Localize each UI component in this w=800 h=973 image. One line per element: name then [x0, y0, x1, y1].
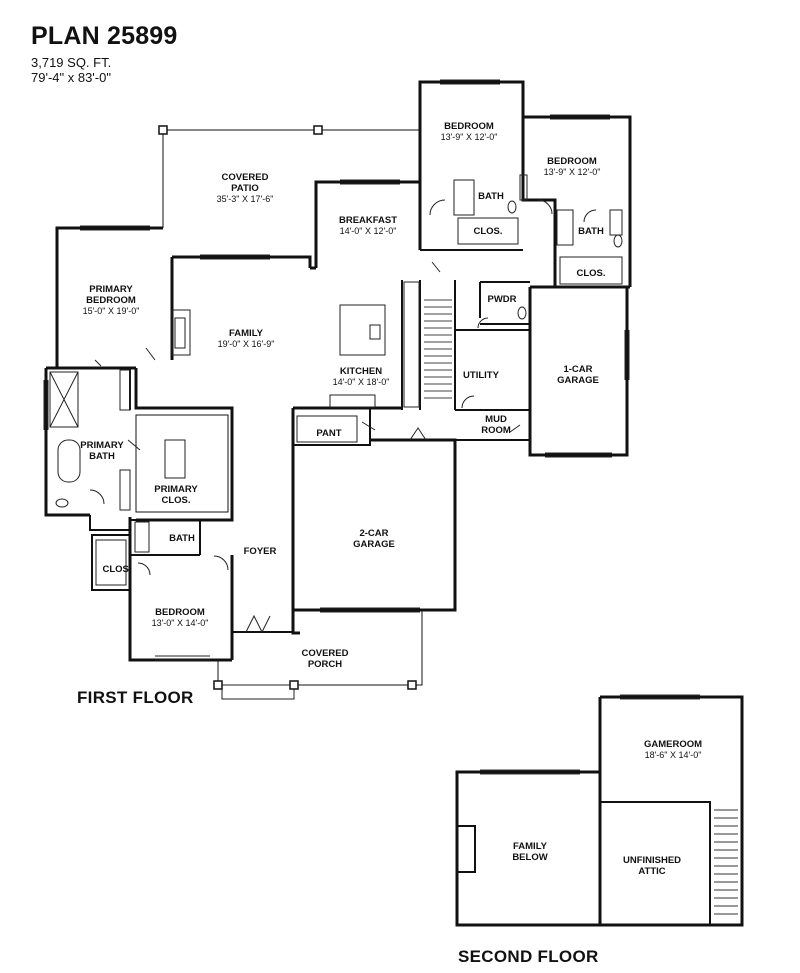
room-label-pant: PANT — [316, 428, 342, 439]
room-label-clos-a: CLOS. — [473, 226, 503, 237]
room-label-foyer: FOYER — [243, 546, 277, 557]
second-floor-label: SECOND FLOOR — [458, 947, 599, 966]
room-label-pwdr: PWDR — [487, 294, 517, 305]
first-floor-walls — [44, 80, 632, 686]
second-floor-walls — [455, 695, 744, 927]
square-footage: 3,719 SQ. FT. — [31, 55, 112, 70]
room-label-bath-c: BATH — [169, 533, 195, 544]
room-label-clos-b: CLOS. — [576, 268, 606, 279]
room-label-bath-a: BATH — [478, 191, 504, 202]
first-floor-label: FIRST FLOOR — [77, 688, 194, 707]
room-label-bath-b: BATH — [578, 226, 604, 237]
first-floor-fixtures — [43, 79, 630, 700]
room-label-clos-c: CLOS. — [102, 564, 132, 575]
overall-dimensions: 79'-4" x 83'-0" — [31, 70, 111, 85]
patio-porch-posts — [158, 125, 417, 690]
second-floor-details — [480, 694, 738, 915]
plan-title: PLAN 25899 — [31, 22, 178, 50]
room-label-utility: UTILITY — [463, 370, 499, 381]
